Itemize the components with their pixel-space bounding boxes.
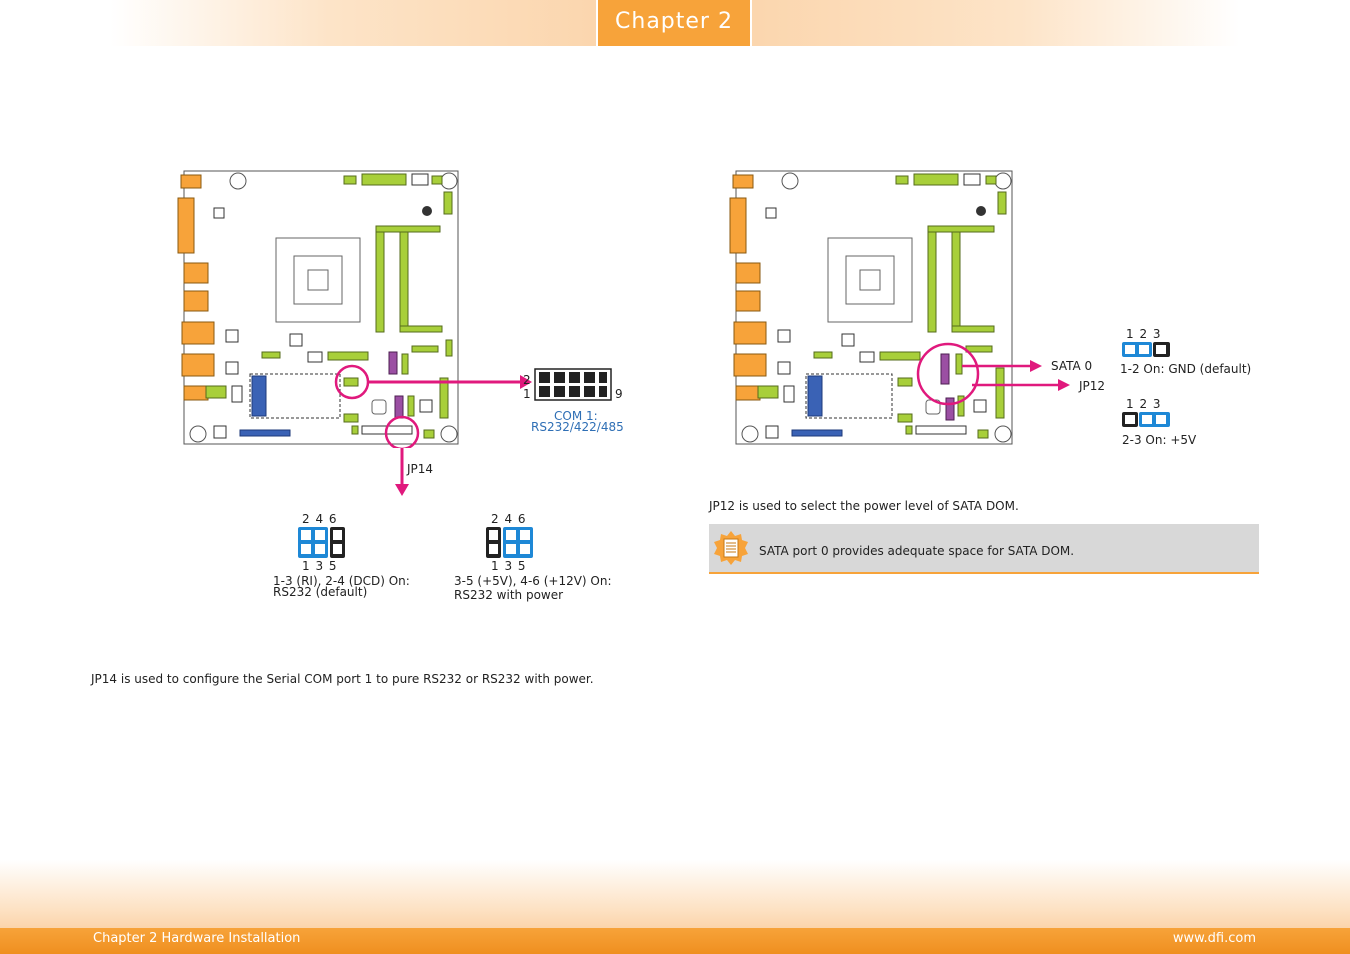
jp12-setting2-pins: 1 2 3 [1126, 397, 1162, 411]
jp12-description: JP12 is used to select the power level o… [709, 499, 1019, 513]
jp14-setting2-caption-line2: RS232 with power [454, 588, 564, 602]
jp14-setting1-pins-bottom: 1 3 5 [302, 559, 338, 573]
jp12-setting1-caption: 1-2 On: GND (default) [1120, 362, 1252, 376]
chapter-tab: Chapter 2 [598, 0, 750, 46]
com-label-line1: COM 1: [554, 409, 598, 423]
jp12-setting1-pins: 1 2 3 [1126, 327, 1162, 341]
jp14-label: JP14 [407, 462, 434, 476]
jp14-setting1-caption-line2: RS232 (default) [273, 585, 368, 599]
footer-website-link[interactable]: www.dfi.com [1172, 931, 1256, 946]
jp14-setting1-caption-line1: 1-3 (RI), 2-4 (DCD) On: [273, 574, 410, 588]
jp14-setting1-pins-top: 2 4 6 [302, 512, 338, 526]
com-label-line2: RS232/422/485 [531, 420, 624, 434]
jp14-setting2-caption-line1: 3-5 (+5V), 4-6 (+12V) On: [454, 574, 612, 588]
footer-bar [0, 928, 1350, 954]
jp14-setting2-pins-bottom: 1 3 5 [491, 559, 527, 573]
header-band-left [110, 0, 596, 46]
jp14-description: JP14 is used to configure the Serial COM… [91, 672, 594, 686]
com-pin-1-label: 1 [523, 387, 532, 401]
sata0-label: SATA 0 [1051, 359, 1093, 373]
footer-chapter-title: Chapter 2 Hardware Installation [93, 931, 301, 946]
motherboard-left [177, 170, 459, 448]
footer-glow [0, 860, 1350, 930]
motherboard-right [729, 170, 1013, 445]
com-pin-2-label: 2 [523, 373, 532, 387]
jp12-label: JP12 [1079, 379, 1106, 393]
note-icon [714, 531, 748, 565]
note-box: SATA port 0 provides adequate space for … [709, 524, 1259, 574]
com-pin-9-label: 9 [615, 387, 624, 401]
header-band-right [752, 0, 1240, 46]
jp14-setting2-pins-top: 2 4 6 [491, 512, 527, 526]
note-text: SATA port 0 provides adequate space for … [759, 544, 1075, 558]
jp12-setting2-caption: 2-3 On: +5V [1122, 433, 1197, 447]
